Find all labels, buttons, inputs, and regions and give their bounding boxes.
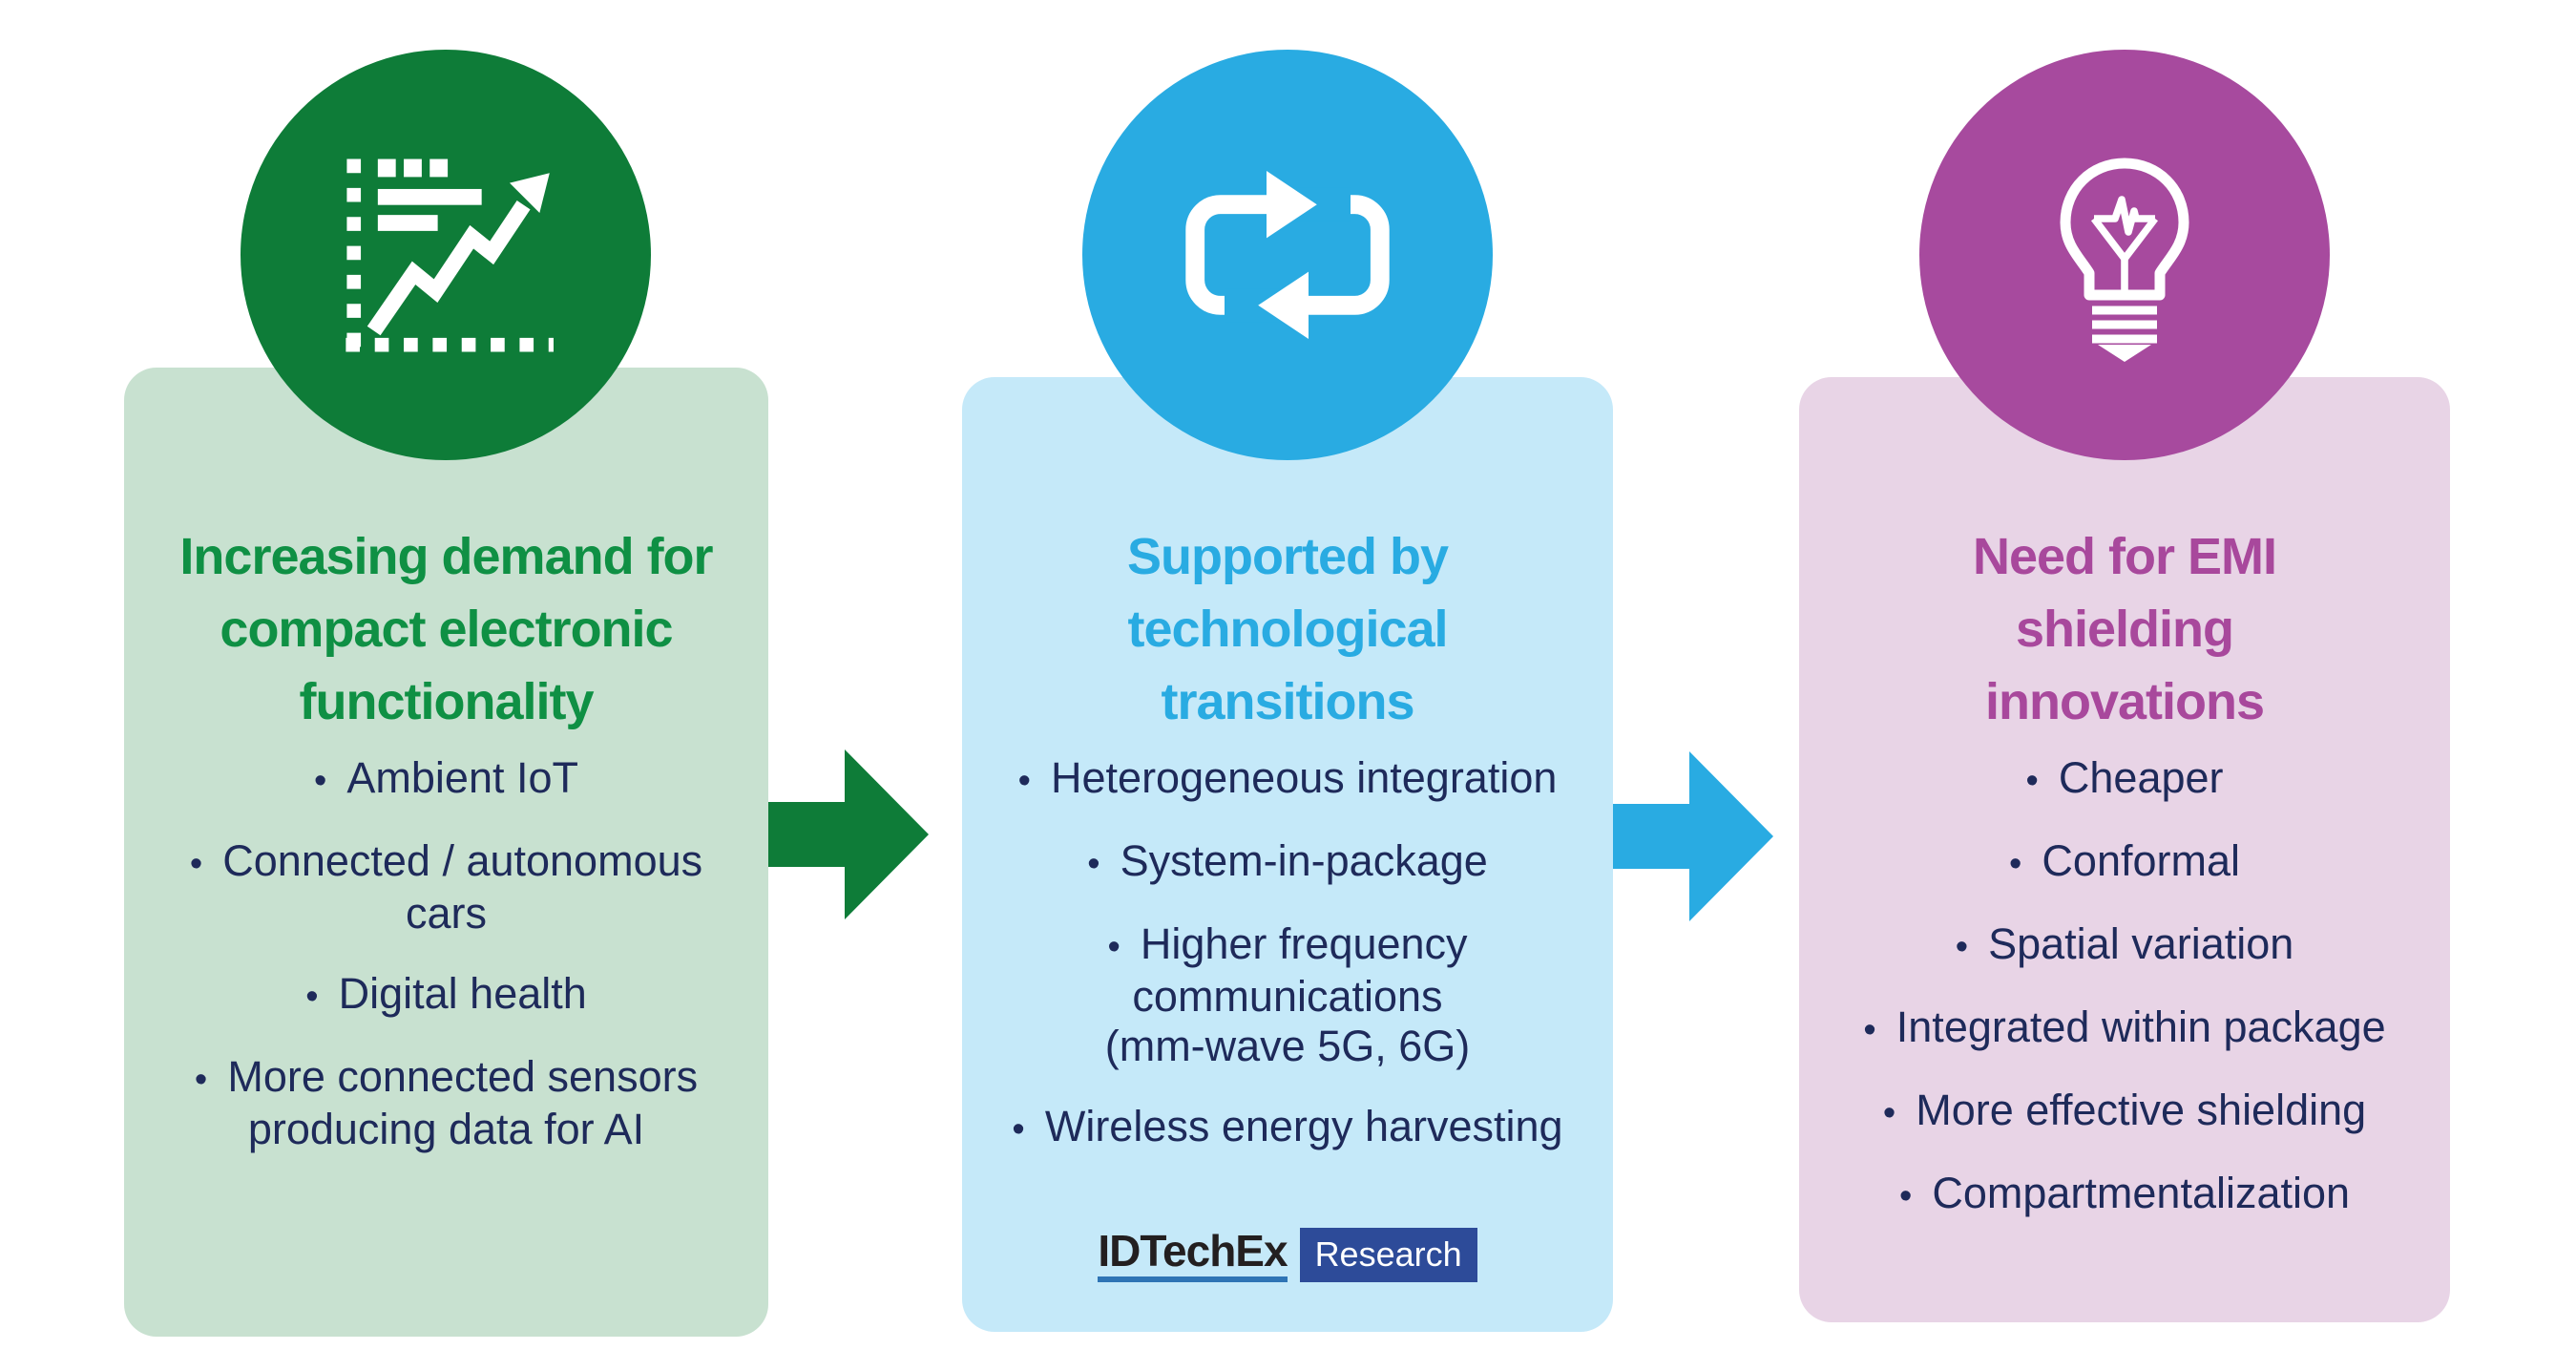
list-item: Ambient IoT (151, 753, 742, 806)
list-item: Digital health (151, 969, 742, 1022)
column-title: Supported by technological transitions (1127, 528, 1449, 730)
flow-arrow-right-icon (768, 749, 929, 919)
list-item: System-in-package (989, 836, 1586, 889)
idtechex-research-badge: Research (1299, 1228, 1477, 1282)
list-item: Heterogeneous integration (989, 753, 1586, 806)
list-item: Conformal (1826, 836, 2423, 889)
logo-underline (1098, 1276, 1288, 1282)
growth-chart-icon (241, 50, 651, 460)
list-item: Higher frequency communications (mm-wave… (989, 919, 1586, 1071)
loop-arrows-icon (1082, 50, 1493, 460)
list-item: More effective shielding (1826, 1086, 2423, 1138)
column-title: Need for EMI shielding innovations (1972, 528, 2277, 730)
list-item: Spatial variation (1826, 919, 2423, 972)
flow-arrow-right-icon (1613, 751, 1773, 921)
column-title: Increasing demand for compact electronic… (179, 528, 713, 730)
bullet-list: Ambient IoT Connected / autonomous cars … (151, 753, 742, 1154)
lightbulb-icon (1919, 50, 2330, 460)
bullet-list: Heterogeneous integration System-in-pack… (989, 753, 1586, 1154)
list-item: More connected sensors producing data fo… (151, 1052, 742, 1154)
idtechex-logo: IDTechEx Research (962, 1228, 1613, 1282)
idtechex-brand-text: IDTechEx (1098, 1226, 1288, 1276)
list-item: Cheaper (1826, 753, 2423, 806)
card-transitions: Supported by technological transitions H… (962, 377, 1613, 1332)
list-item: Connected / autonomous cars (151, 836, 742, 939)
idtechex-brand: IDTechEx (1098, 1226, 1288, 1282)
list-item: Integrated within package (1826, 1002, 2423, 1055)
list-item: Compartmentalization (1826, 1169, 2423, 1221)
card-demand: Increasing demand for compact electronic… (124, 368, 768, 1337)
card-emi-innovations: Need for EMI shielding innovations Cheap… (1799, 377, 2450, 1322)
bullet-list: Cheaper Conformal Spatial variation Inte… (1826, 753, 2423, 1221)
list-item: Wireless energy harvesting (989, 1102, 1586, 1154)
